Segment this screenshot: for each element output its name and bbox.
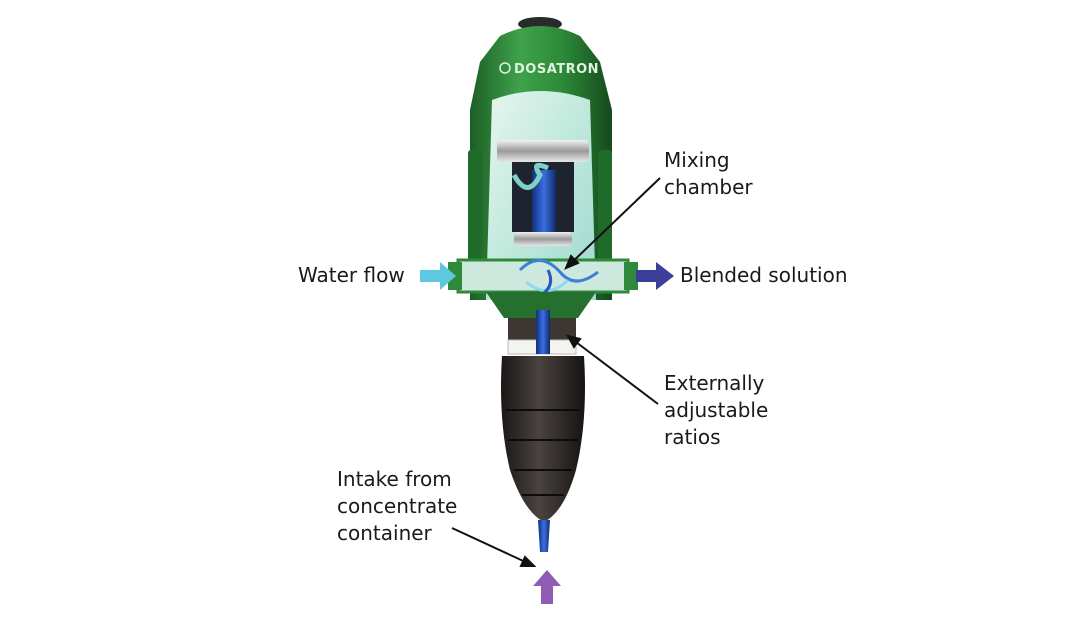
upper-piston-ring xyxy=(497,140,589,162)
intake-pointer xyxy=(452,528,534,566)
adjustable-ratios-label: Externally adjustable ratios xyxy=(664,370,768,451)
intake-arrow xyxy=(533,570,561,604)
injector-valve xyxy=(536,310,550,354)
horizontal-pipe xyxy=(458,260,628,292)
intake-pointer-head xyxy=(521,557,534,566)
blended-solution-label: Blended solution xyxy=(680,262,848,289)
mixing-chamber-label: Mixing chamber xyxy=(664,147,753,201)
water-flow-label: Water flow xyxy=(298,262,405,289)
outlet-flange xyxy=(624,262,638,290)
brand-logo: DOSATRON xyxy=(514,62,599,77)
lower-piston-ring xyxy=(514,232,572,246)
intake-label: Intake from concentrate container xyxy=(337,466,457,547)
blended-solution-arrow xyxy=(636,262,674,290)
intake-nozzle xyxy=(538,520,550,552)
